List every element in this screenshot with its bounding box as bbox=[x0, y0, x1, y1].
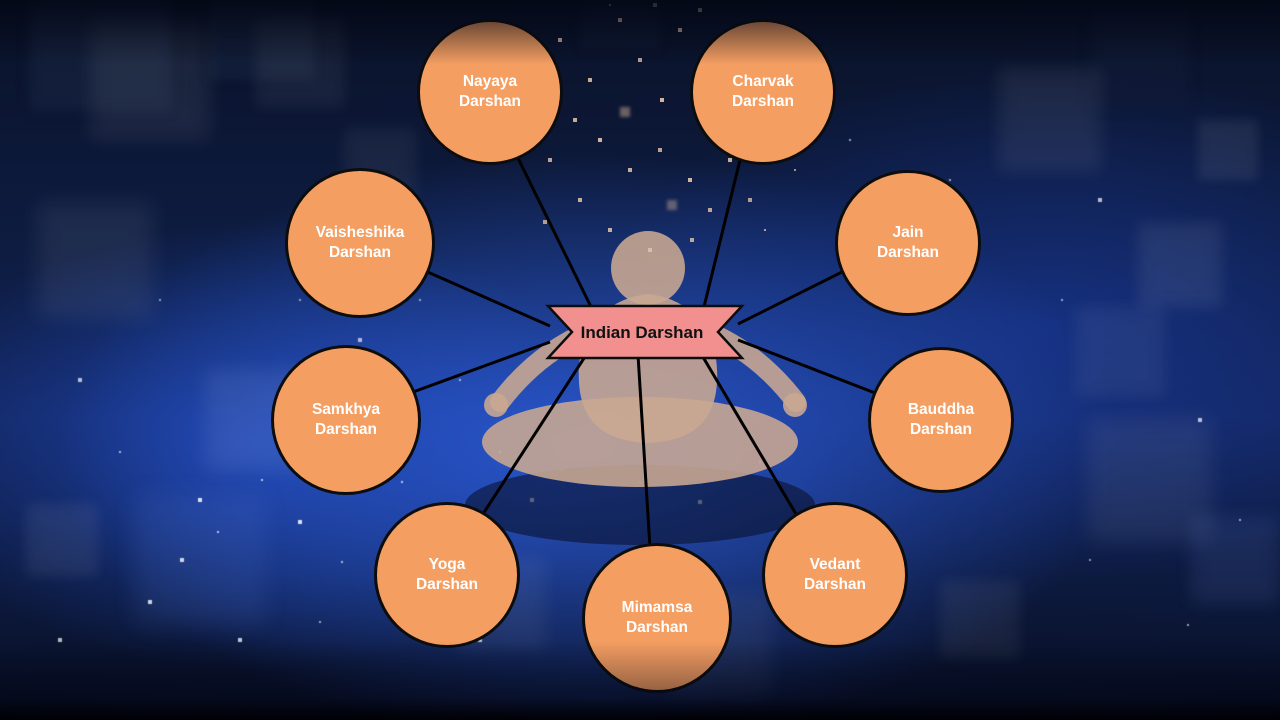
node-label: Vedant Darshan bbox=[803, 555, 867, 593]
node-label: Nayaya Darshan bbox=[458, 72, 522, 110]
node-nayaya-darshan: Nayaya Darshan bbox=[417, 19, 563, 165]
node-yoga-darshan: Yoga Darshan bbox=[374, 502, 520, 648]
node-label: Charvak Darshan bbox=[731, 72, 795, 110]
node-jain-darshan: Jain Darshan bbox=[835, 170, 981, 316]
center-node-label: Indian Darshan bbox=[580, 323, 704, 342]
node-bauddha-darshan: Bauddha Darshan bbox=[868, 347, 1014, 493]
node-label: Vaisheshika Darshan bbox=[315, 223, 405, 261]
node-label: Yoga Darshan bbox=[415, 555, 479, 593]
node-label: Jain Darshan bbox=[876, 223, 940, 261]
node-label: Samkhya Darshan bbox=[311, 400, 381, 438]
node-mimamsa-darshan: Mimamsa Darshan bbox=[582, 543, 732, 693]
node-label: Bauddha Darshan bbox=[907, 400, 975, 438]
node-samkhya-darshan: Samkhya Darshan bbox=[271, 345, 421, 495]
node-label: Mimamsa Darshan bbox=[621, 598, 693, 636]
node-vedant-darshan: Vedant Darshan bbox=[762, 502, 908, 648]
node-charvak-darshan: Charvak Darshan bbox=[690, 19, 836, 165]
node-vaisheshika-darshan: Vaisheshika Darshan bbox=[285, 168, 435, 318]
